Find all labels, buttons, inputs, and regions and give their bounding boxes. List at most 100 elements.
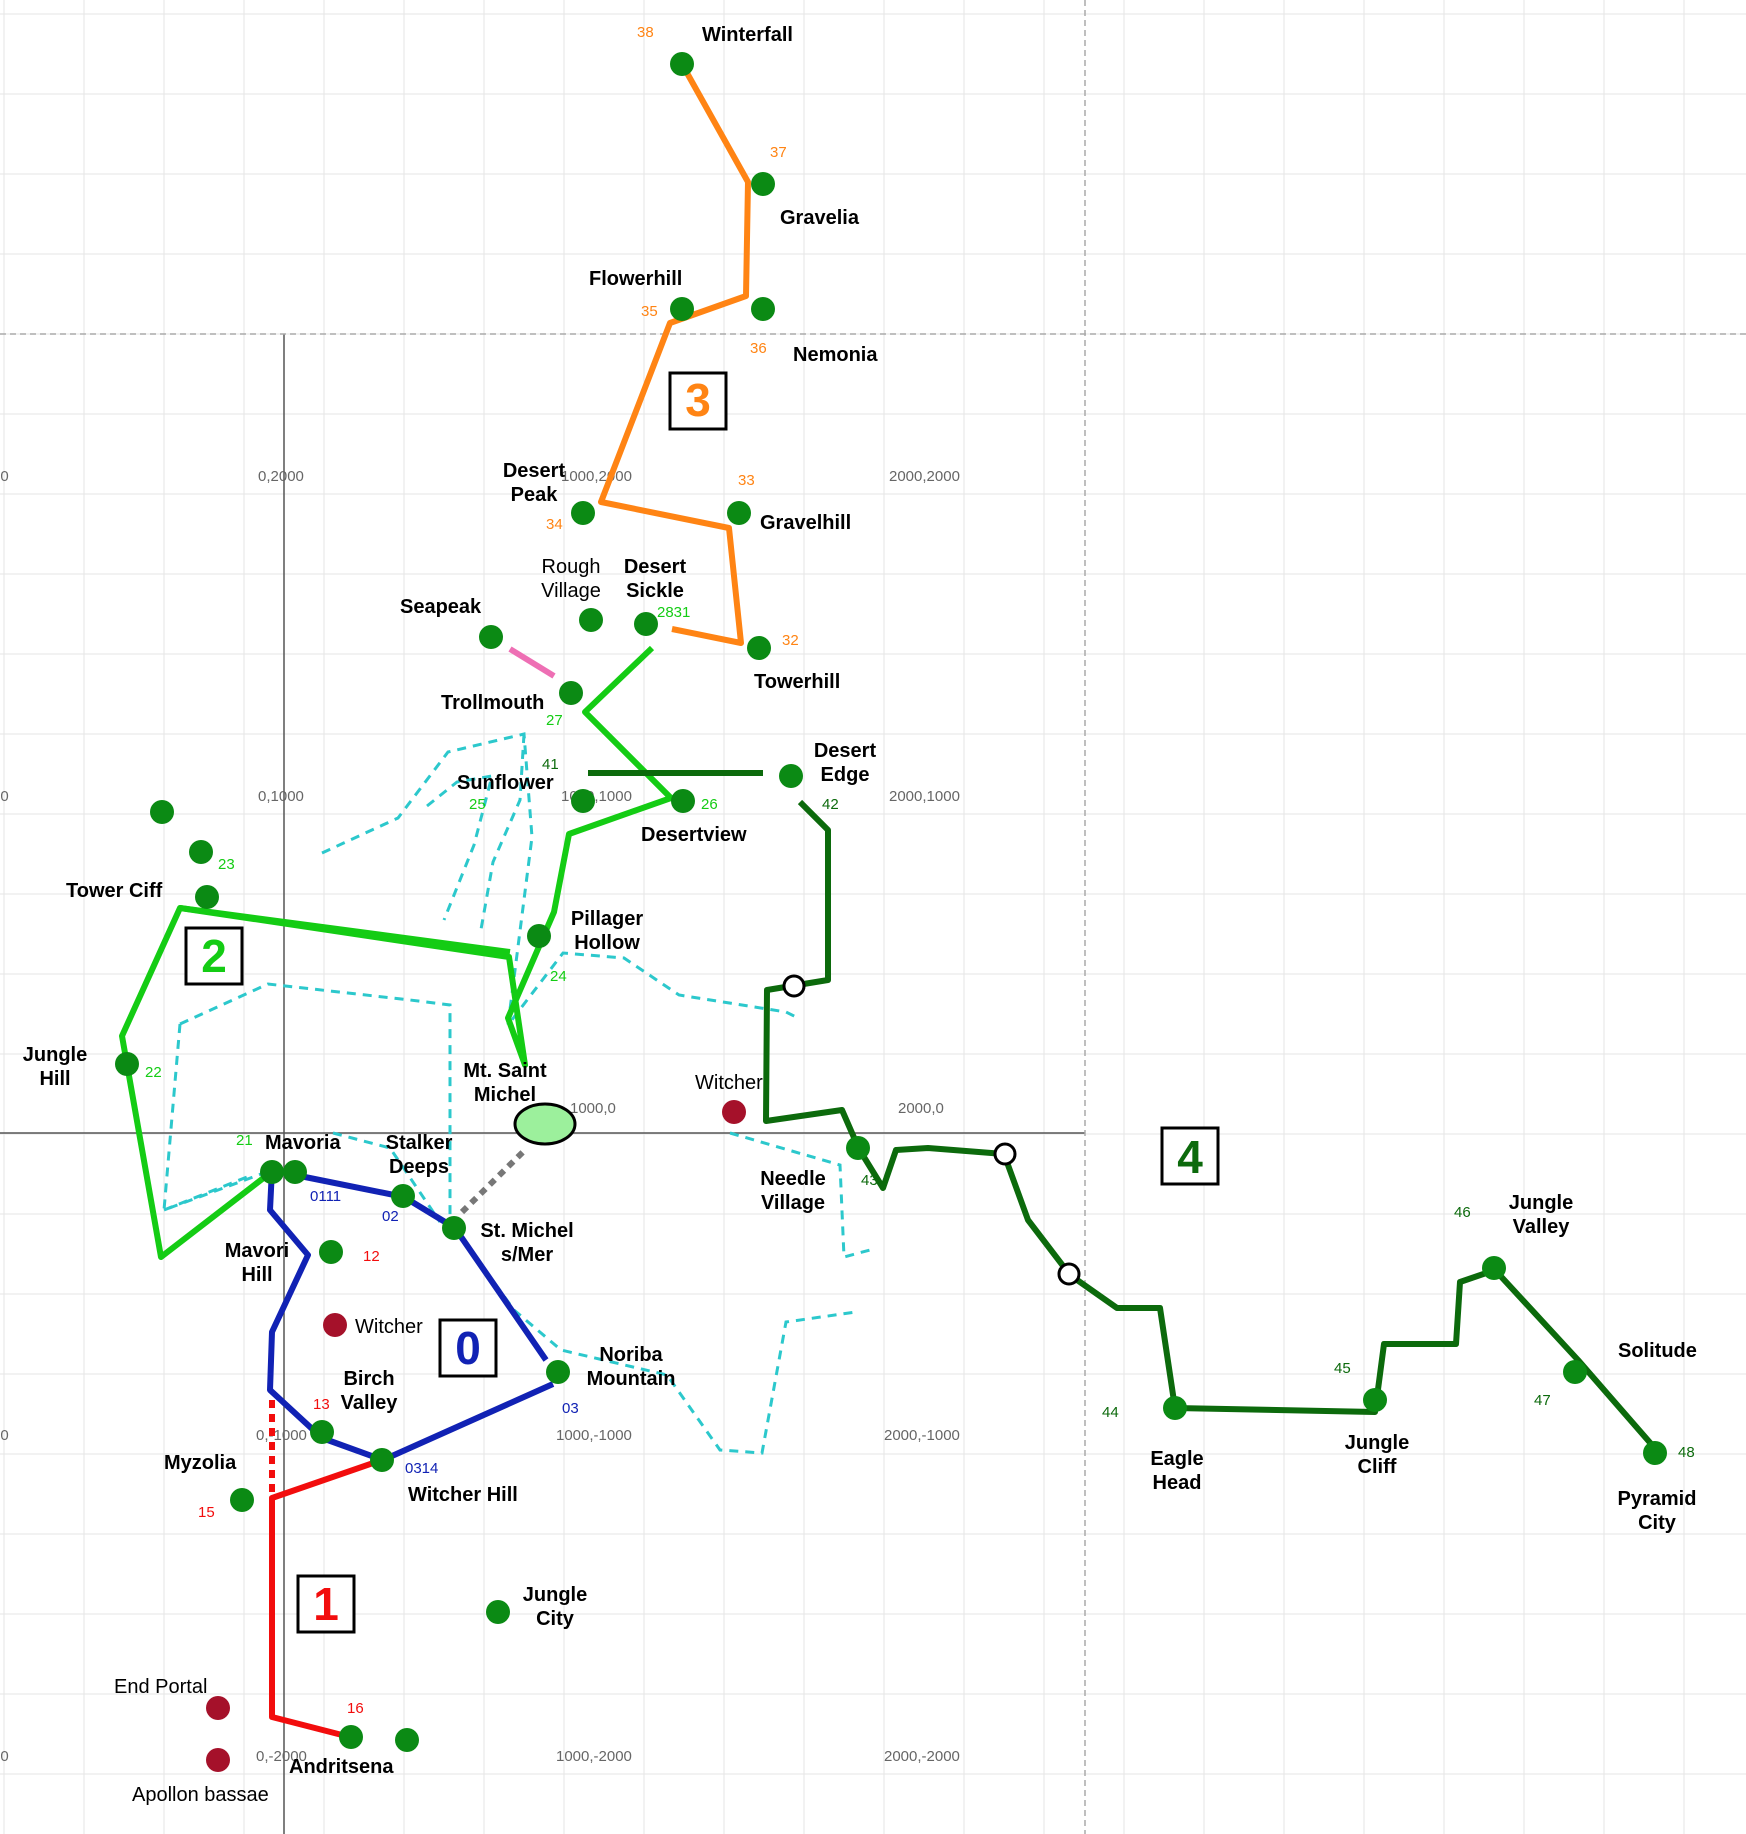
station-desertview[interactable] <box>671 789 695 813</box>
station-rough-village[interactable] <box>579 608 603 632</box>
poi-label: End Portal <box>114 1676 207 1698</box>
station-number: 24 <box>550 968 567 985</box>
station-number: 27 <box>546 712 563 729</box>
station-trollmouth[interactable] <box>559 681 583 705</box>
station-number: 26 <box>701 796 718 813</box>
connector-seapeak <box>508 646 556 679</box>
station-nemonia[interactable] <box>751 297 775 321</box>
witcher-point[interactable] <box>323 1313 347 1337</box>
station-desert-sickle[interactable] <box>634 612 658 636</box>
station-witcher-hill[interactable] <box>370 1448 394 1472</box>
station-name: Nemonia <box>793 344 878 366</box>
station-name: Sunflower <box>457 772 554 794</box>
station-name: Solitude <box>1618 1340 1697 1362</box>
station-winterfall[interactable] <box>670 52 694 76</box>
mt-saint-michel-landmark[interactable] <box>513 1102 577 1146</box>
station-needle-village[interactable] <box>846 1136 870 1160</box>
station-number: 43 <box>861 1172 878 1189</box>
station-mavoria[interactable] <box>260 1160 284 1184</box>
station-flowerhill[interactable] <box>670 297 694 321</box>
station-unnamed[interactable] <box>189 840 213 864</box>
dashed-paths <box>162 732 871 1455</box>
station-name: Winterfall <box>702 24 793 46</box>
line-badge-box <box>1160 1126 1220 1186</box>
station-towerhill[interactable] <box>747 636 771 660</box>
station-gravelia[interactable] <box>751 172 775 196</box>
station-name: Trollmouth <box>441 692 544 714</box>
transfer-point <box>1057 1262 1081 1286</box>
station-pillager-hollow[interactable] <box>527 924 551 948</box>
station-unnamed-south[interactable] <box>395 1728 419 1752</box>
coord-label: 2000,-1000 <box>884 1427 960 1444</box>
end-portal-point[interactable] <box>206 1696 230 1720</box>
station-myzolia[interactable] <box>230 1488 254 1512</box>
line-3-route <box>598 62 751 646</box>
line-badge-box <box>438 1318 498 1378</box>
station-eagle-head[interactable] <box>1163 1396 1187 1420</box>
station-numbers: 38 37 35 36 33 34 2831 32 27 41 25 26 42… <box>145 24 1695 1717</box>
coord-label: 1000,-2000 <box>556 1748 632 1765</box>
connector-mt-saint-michel <box>459 1147 528 1215</box>
station-jungle-valley[interactable] <box>1482 1256 1506 1280</box>
station-sunflower[interactable] <box>571 789 595 813</box>
station-number: 16 <box>347 1700 364 1717</box>
station-stalker-deeps[interactable] <box>391 1184 415 1208</box>
apollon-bassae-point[interactable] <box>206 1748 230 1772</box>
station-jungle-cliff[interactable] <box>1363 1388 1387 1412</box>
station-tower-ciff[interactable] <box>195 885 219 909</box>
coord-label: 2000,2000 <box>889 468 960 485</box>
station-desert-peak[interactable] <box>571 501 595 525</box>
coord-label: 0,-2000 <box>256 1748 307 1765</box>
station-seapeak[interactable] <box>479 625 503 649</box>
station-number: 42 <box>822 796 839 813</box>
station-unnamed[interactable] <box>150 800 174 824</box>
line-badge-0: 0 <box>455 1322 481 1374</box>
station-number: 21 <box>236 1132 253 1149</box>
station-desert-edge[interactable] <box>779 764 803 788</box>
line-badge-box <box>296 1574 356 1634</box>
station-name: Andritsena <box>289 1756 394 1778</box>
transit-lines <box>119 62 1662 1739</box>
coord-label: 0,1000 <box>258 788 304 805</box>
station-number: 38 <box>637 24 654 41</box>
witcher-point[interactable] <box>722 1100 746 1124</box>
line-badge-4: 4 <box>1177 1131 1203 1183</box>
station-noriba-mountain[interactable] <box>546 1360 570 1384</box>
line-badge-1: 1 <box>313 1578 339 1630</box>
station-solitude[interactable] <box>1563 1360 1587 1384</box>
station-name: Towerhill <box>754 671 840 693</box>
station-pyramid-city[interactable] <box>1643 1441 1667 1465</box>
line-2-branch <box>179 905 511 955</box>
coord-label: 00 <box>0 788 9 805</box>
coord-label: 1000,0 <box>570 1100 616 1117</box>
station-jungle-city[interactable] <box>486 1600 510 1624</box>
station-number: 45 <box>1334 1360 1351 1377</box>
line-4-route-main <box>763 799 1662 1455</box>
dashed-path <box>465 1244 857 1455</box>
line-badges: 3 2 4 0 1 <box>184 371 1220 1634</box>
station-andritsena[interactable] <box>339 1725 363 1749</box>
coord-label: 00 <box>0 468 9 485</box>
station-number: 41 <box>542 756 559 773</box>
dashed-path <box>729 1131 871 1259</box>
transfer-point <box>782 974 806 998</box>
poi-label: Apollon bassae <box>132 1784 269 1806</box>
poi-label: Witcher <box>355 1316 423 1338</box>
station-jungle-hill[interactable] <box>115 1052 139 1076</box>
coord-label: 00 <box>0 1748 9 1765</box>
station-birch-valley[interactable] <box>310 1420 334 1444</box>
coord-label: 00 <box>0 1427 9 1444</box>
station-st-michel-s-mer[interactable] <box>442 1216 466 1240</box>
station-mavori-hill[interactable] <box>319 1240 343 1264</box>
station-gravelhill[interactable] <box>727 501 751 525</box>
station-mavoria-2[interactable] <box>283 1160 307 1184</box>
station-number: 35 <box>641 303 658 320</box>
